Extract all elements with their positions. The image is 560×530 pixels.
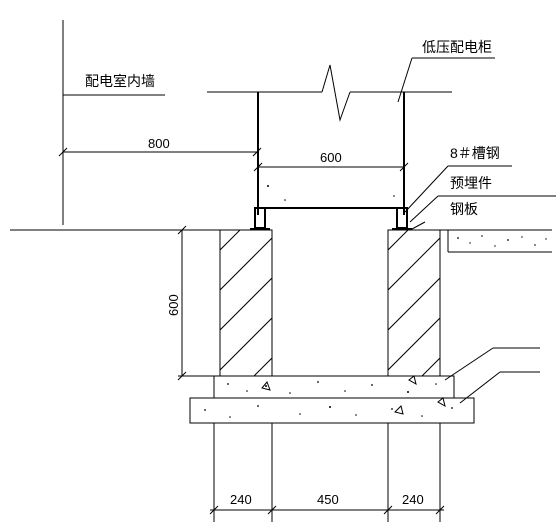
cabinet-label: 低压配电柜 [422,39,492,55]
bottom-tick-1 [209,505,219,515]
upper-concrete-footing [213,375,455,399]
cabinet-break-symbol [321,64,351,122]
left-brick-wall [219,229,273,377]
wall-label: 配电室内墙 [85,73,155,89]
channel-steel-left [254,207,266,229]
speck [393,195,395,197]
speck [284,199,286,201]
bottom-tick-4 [435,505,445,515]
dim-left-wall-text: 240 [230,492,252,507]
depth-dim-tick-top [177,225,187,235]
embedded-label: 预埋件 [450,175,492,191]
footing-leader-1d [444,347,494,381]
channel-label: 8＃槽钢 [450,145,500,161]
dim-800-tick-left [58,147,68,157]
right-brick-wall [387,229,441,377]
dim-right-wall-text: 240 [402,492,424,507]
embedded-leader-d [409,195,439,223]
channel-leader-d [404,165,449,213]
concrete-fill [204,375,453,418]
left-wall-hatching [220,230,272,376]
plate-label: 钢板 [450,201,478,217]
footing-leader-2d [459,371,501,404]
plate-leader-d [411,221,426,230]
right-wall-hatching [388,230,440,376]
ground-fill [457,235,547,247]
dim-800-text: 800 [148,136,170,151]
speck [267,185,269,187]
bottom-tick-2 [267,505,277,515]
dim-600-tick-right [399,162,409,172]
dim-gap-text: 450 [317,492,339,507]
bottom-tick-3 [383,505,393,515]
dim-600-text: 600 [320,150,342,165]
lower-concrete-footing [189,397,475,424]
depth-dim-text: 600 [166,294,181,316]
dim-600-tick-left [253,162,263,172]
cabinet-leader-d [397,57,413,103]
